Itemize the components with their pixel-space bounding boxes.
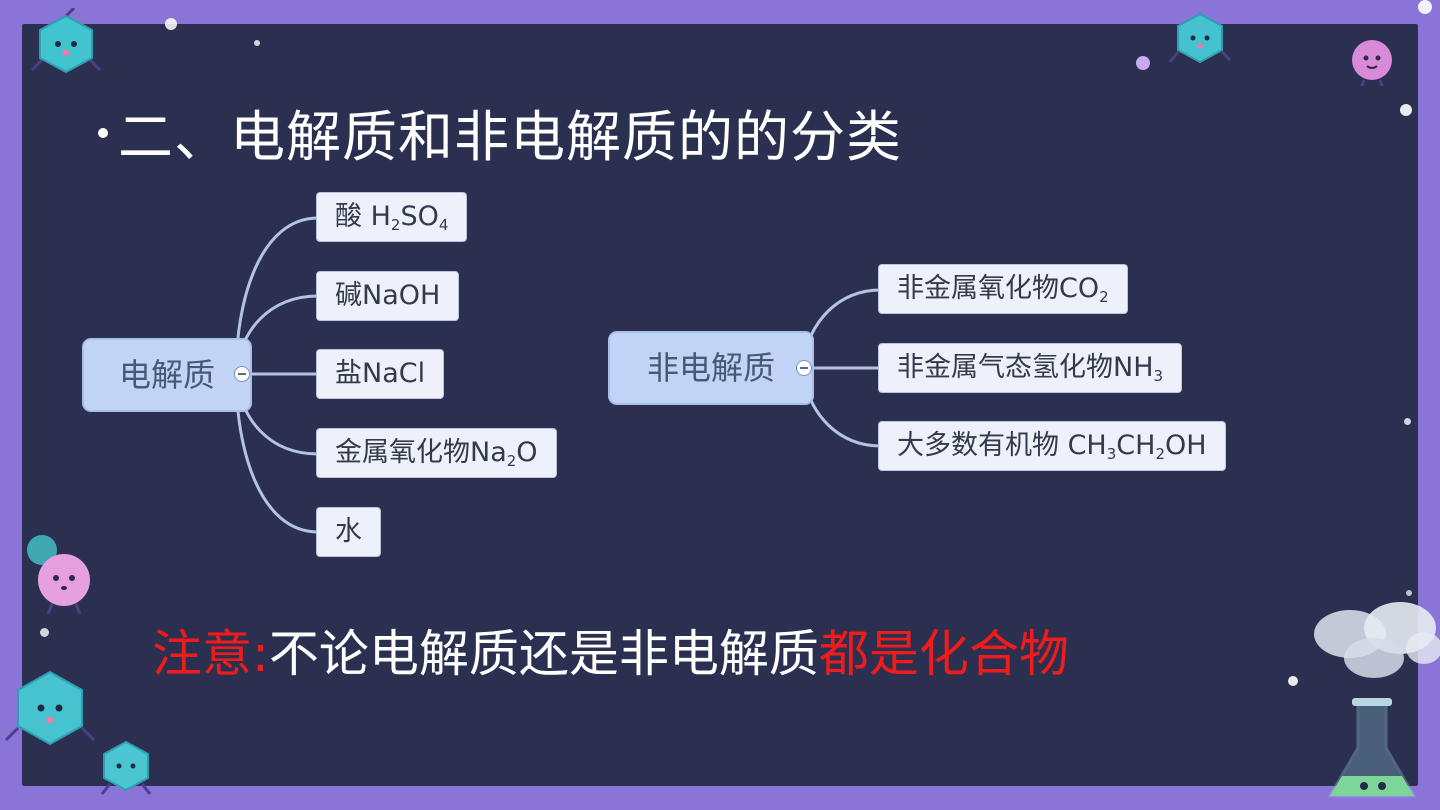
electrolyte-child-base[interactable]: 碱NaOH <box>316 271 460 321</box>
sparkle-dot <box>1404 418 1411 425</box>
blob-mascot-icon <box>27 535 90 614</box>
sparkle-dot <box>1136 56 1150 70</box>
hexagon-mascot-icon <box>30 8 102 74</box>
note-label: 注意: <box>152 625 269 683</box>
electrolyte-child-acid[interactable]: 酸 H2SO4 <box>316 192 468 242</box>
electrolyte-root-label: 电解质 <box>118 356 215 394</box>
non-electrolyte-root-label: 非电解质 <box>646 349 775 387</box>
sparkle-dot <box>1288 676 1298 686</box>
electrolyte-root-node[interactable]: 电解质 <box>82 338 252 412</box>
collapse-toggle-icon[interactable] <box>796 360 812 376</box>
electrolyte-child-salt[interactable]: 盐NaCl <box>316 349 445 399</box>
hexagon-mascot-icon <box>1168 12 1232 64</box>
note-body: 不论电解质还是非电解质 <box>268 625 819 683</box>
sparkle-dot <box>1406 590 1412 596</box>
electrolyte-child-water[interactable]: 水 <box>316 507 381 557</box>
sparkle-dot <box>1400 104 1412 116</box>
note-emphasis: 都是化合物 <box>818 625 1069 683</box>
non-electrolyte-root-node[interactable]: 非电解质 <box>608 331 814 405</box>
sparkle-dot <box>98 128 108 138</box>
sparkle-dot <box>254 40 260 46</box>
collapse-toggle-icon[interactable] <box>234 366 250 382</box>
note-text: 注意:不论电解质还是非电解质都是化合物 <box>152 614 1069 686</box>
hexagon-mascot-icon <box>100 740 152 795</box>
electrolyte-child-metal-oxide[interactable]: 金属氧化物Na2O <box>316 428 557 478</box>
sparkle-dot <box>40 628 49 637</box>
hexagon-mascot-icon <box>4 670 96 746</box>
flask-icon <box>1314 602 1440 798</box>
chalkboard-background <box>22 24 1418 786</box>
blob-mascot-icon <box>1352 40 1392 86</box>
sparkle-dot <box>165 18 177 30</box>
sparkle-dot <box>1418 0 1432 14</box>
non-electrolyte-child-nonmetal-oxide[interactable]: 非金属氧化物CO2 <box>878 264 1128 314</box>
non-electrolyte-child-nonmetal-hydride[interactable]: 非金属气态氢化物NH3 <box>878 343 1183 393</box>
page-title: 二、电解质和非电解质的的分类 <box>118 105 903 169</box>
non-electrolyte-child-organic[interactable]: 大多数有机物 CH3CH2OH <box>878 421 1226 471</box>
